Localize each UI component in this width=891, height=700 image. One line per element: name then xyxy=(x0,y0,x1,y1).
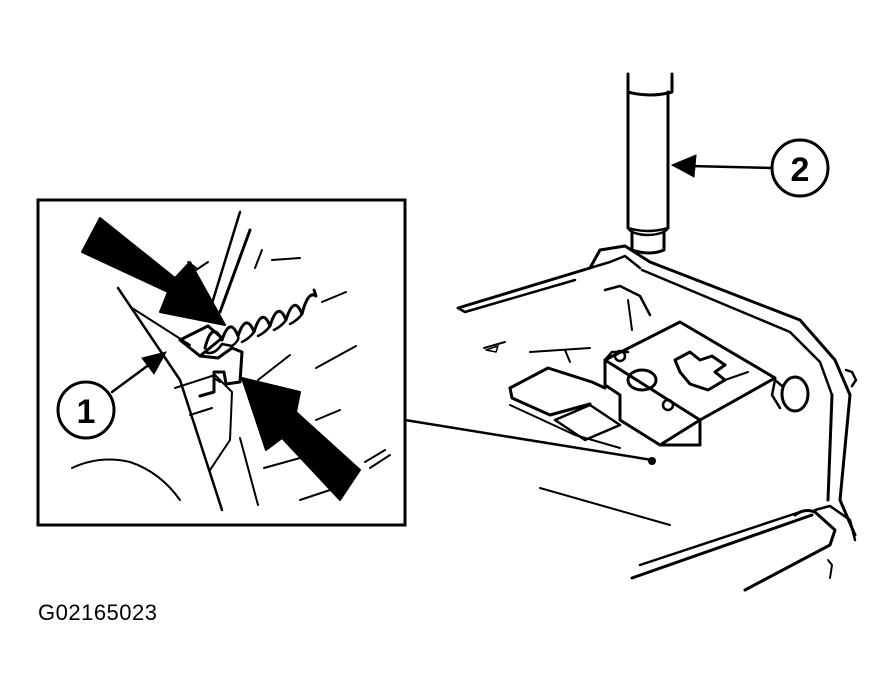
callout-1: 1 xyxy=(56,380,116,440)
callout-2: 2 xyxy=(770,138,830,198)
punch-tool xyxy=(626,72,674,255)
callout-1-number: 1 xyxy=(77,393,96,431)
detail-inset xyxy=(36,198,407,527)
figure-code: G02165023 xyxy=(38,600,158,625)
callout-1-leader xyxy=(110,351,167,394)
arrow-lower xyxy=(241,377,361,501)
callout-2-number: 2 xyxy=(791,151,810,189)
callout-2-leader xyxy=(670,154,774,178)
inset-leader xyxy=(403,418,656,465)
housing-assembly xyxy=(456,244,858,592)
arrow-upper xyxy=(81,217,226,326)
